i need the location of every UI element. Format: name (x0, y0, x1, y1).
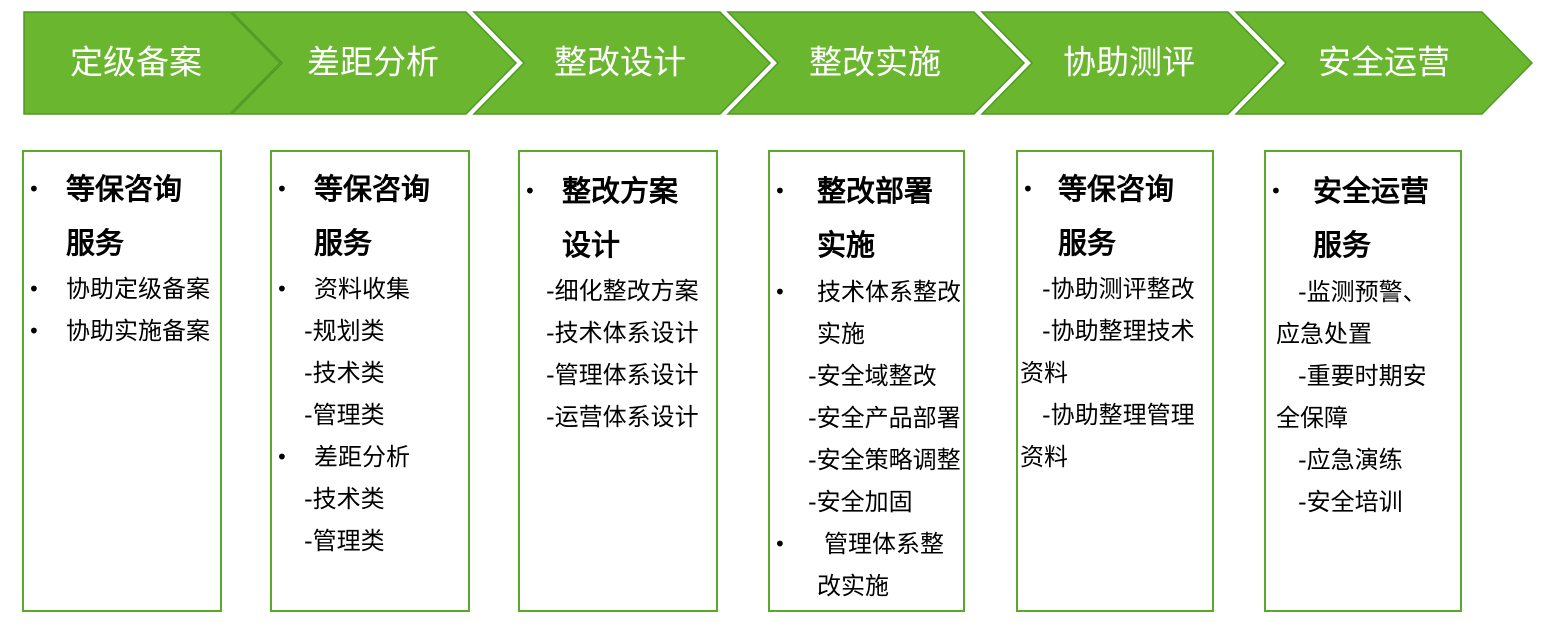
stage-label-dingji: 定级备案 (70, 43, 202, 82)
bullet: • (774, 280, 786, 304)
box-item: 管理体系整 (824, 530, 944, 558)
box-item: 差距分析 (314, 443, 410, 471)
stage-box-xiezhu-ceping: • 等保咨询 服务 -协助测评整改 -协助整理技术 资料 -协助整理管理 资料 (1016, 150, 1214, 612)
box-item: -管理类 (304, 401, 385, 429)
box-item: 协助实施备案 (66, 317, 210, 345)
box-heading-line1: 等保咨询 (314, 172, 431, 206)
box-item: -管理类 (304, 527, 385, 555)
stage-box-zhenggai-shishi: • 整改部署 实施 • 技术体系整改 实施 -安全域整改 -安全产品部署 -安全… (768, 150, 965, 612)
bullet: • (28, 319, 40, 343)
bullet: • (28, 277, 40, 301)
box-item: -安全培训 (1298, 488, 1403, 516)
box-item: 资料 (1020, 359, 1068, 387)
box-item: 技术体系整改 (817, 278, 961, 306)
box-item: -管理体系设计 (546, 361, 699, 389)
stage-chevron-xiezhu-ceping (980, 11, 1280, 115)
stage-label-xiezhu-ceping: 协助测评 (1063, 43, 1195, 82)
stage-label-anquan-yunying: 安全运营 (1318, 43, 1450, 82)
stage-label-chaju: 差距分析 (307, 43, 439, 82)
box-item: 协助定级备案 (66, 275, 210, 303)
box-item: 应急处置 (1276, 320, 1372, 348)
stage-box-dingji: • 等保咨询 服务 • 协助定级备案 • 协助实施备案 (22, 150, 222, 612)
box-item: -细化整改方案 (546, 277, 699, 305)
box-heading-line1: 等保咨询 (66, 172, 183, 206)
bullet: • (276, 445, 288, 469)
box-heading-line2: 服务 (314, 226, 373, 260)
box-item: -协助测评整改 (1042, 275, 1195, 303)
bullet: • (1270, 179, 1282, 203)
box-item: -应急演练 (1298, 446, 1403, 474)
stage-chevron-chaju (230, 11, 518, 115)
box-heading-line2: 设计 (562, 228, 621, 262)
box-item: -安全域整改 (808, 362, 937, 390)
box-heading-line1: 等保咨询 (1058, 172, 1175, 206)
box-item: -规划类 (304, 317, 385, 345)
stage-chevron-zhenggai-sheji (472, 11, 772, 115)
box-item: -协助整理管理 (1042, 401, 1195, 429)
box-item: 改实施 (817, 572, 889, 600)
box-item: -安全策略调整 (808, 446, 961, 474)
box-item: -重要时期安 (1298, 362, 1427, 390)
process-chevron-row: 定级备案 差距分析 整改设计 整改实施 协助测评 安全运营 (23, 11, 1534, 115)
stage-box-anquan-yunying: • 安全运营 服务 -监测预警、 应急处置 -重要时期安 全保障 -应急演练 -… (1264, 150, 1462, 612)
box-item: -技术体系设计 (546, 319, 699, 347)
bullet: • (774, 532, 786, 556)
bullet: • (774, 179, 786, 203)
box-heading-line1: 整改部署 (817, 174, 934, 208)
stage-label-zhenggai-sheji: 整改设计 (554, 43, 686, 82)
bullet: • (276, 177, 288, 201)
box-heading-line2: 实施 (817, 228, 876, 262)
stage-box-zhenggai-sheji: • 整改方案 设计 -细化整改方案 -技术体系设计 -管理体系设计 -运营体系设… (518, 150, 718, 612)
stage-chevron-anquan-yunying (1234, 11, 1534, 115)
bullet: • (1022, 177, 1034, 201)
box-heading-line1: 整改方案 (562, 174, 679, 208)
bullet: • (28, 177, 40, 201)
box-item: -技术类 (304, 359, 385, 387)
box-heading-line1: 安全运营 (1313, 174, 1430, 208)
box-item: 实施 (817, 320, 865, 348)
box-item: -运营体系设计 (546, 403, 699, 431)
box-heading-line2: 服务 (66, 226, 125, 260)
box-item: 资料收集 (314, 275, 410, 303)
box-heading-line2: 服务 (1058, 226, 1117, 260)
stage-chevron-dingji (23, 11, 282, 115)
box-heading-line2: 服务 (1313, 228, 1372, 262)
box-item: -技术类 (304, 485, 385, 513)
stage-chevron-zhenggai-shishi (726, 11, 1026, 115)
box-item: -安全产品部署 (808, 404, 961, 432)
bullet: • (276, 277, 288, 301)
stage-box-chaju: • 等保咨询 服务 • 资料收集 -规划类 -技术类 -管理类 • 差距分析 -… (270, 150, 470, 612)
stage-label-zhenggai-shishi: 整改实施 (809, 43, 941, 82)
box-item: -监测预警、 (1298, 278, 1427, 306)
box-item: -安全加固 (808, 488, 913, 516)
box-item: 全保障 (1276, 404, 1348, 432)
box-item: 资料 (1020, 443, 1068, 471)
bullet: • (524, 179, 536, 203)
box-item: -协助整理技术 (1042, 317, 1195, 345)
